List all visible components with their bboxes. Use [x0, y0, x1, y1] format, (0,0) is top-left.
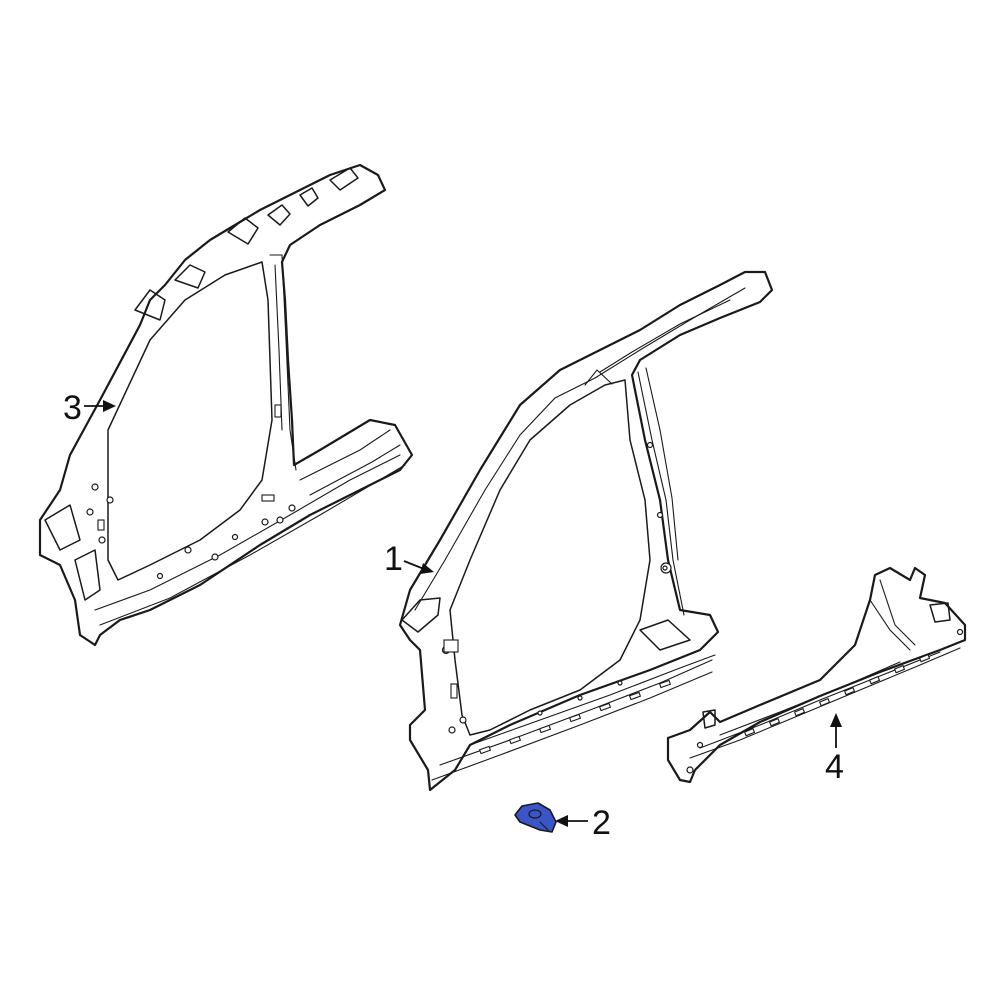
callout-4-label: 4: [825, 748, 844, 786]
callout-1-label: 1: [384, 540, 403, 578]
callout-2-arrow: [555, 815, 568, 827]
callout-1-arrow: [420, 563, 434, 574]
callout-4: 4: [825, 713, 844, 786]
callout-3: 3: [63, 389, 116, 427]
part-2-bracket[interactable]: [514, 802, 557, 833]
callout-3-label: 3: [63, 389, 82, 427]
callout-3-arrow: [103, 400, 116, 412]
callout-1: 1: [384, 540, 434, 578]
part-1-panel[interactable]: [398, 270, 774, 792]
callout-4-arrow: [830, 713, 842, 727]
part-3-panel[interactable]: [38, 163, 414, 647]
callout-2-label: 2: [592, 804, 611, 842]
part-4-panel[interactable]: [666, 566, 967, 784]
callout-2: 2: [555, 804, 611, 842]
callout-1-leader: [403, 560, 425, 570]
